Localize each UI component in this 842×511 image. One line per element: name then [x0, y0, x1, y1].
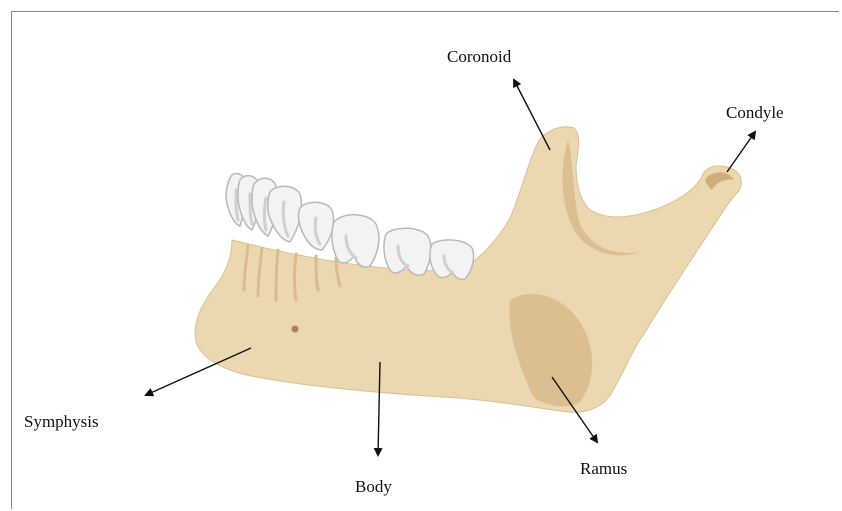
tooth-4: [268, 186, 302, 242]
label-ramus: Ramus: [580, 459, 627, 478]
label-coronoid: Coronoid: [447, 47, 512, 66]
coronoid-arrow: [514, 80, 550, 150]
label-body: Body: [355, 477, 392, 496]
condyle-arrow: [727, 132, 755, 172]
label-condyle: Condyle: [726, 103, 784, 122]
mental-foramen: [292, 326, 299, 333]
tooth-7: [384, 228, 431, 275]
label-symphysis: Symphysis: [24, 412, 99, 431]
